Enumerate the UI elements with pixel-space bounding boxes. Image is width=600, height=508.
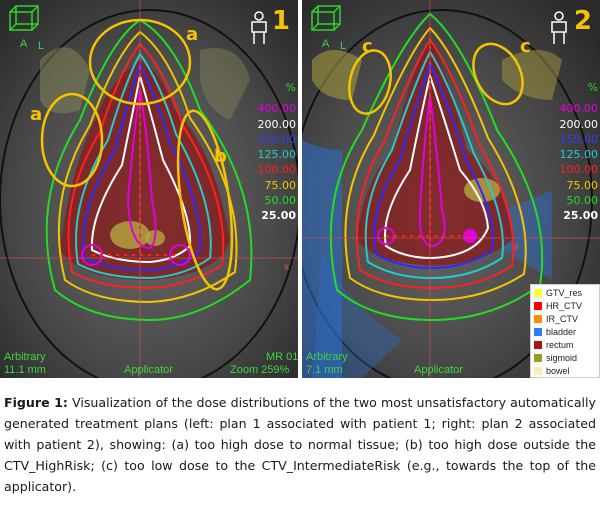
structure-legend-item: GTV_res: [534, 286, 596, 299]
panel-divider: [298, 0, 302, 378]
callout-ellipse-c-right: [472, 42, 524, 106]
slice-mode-label: Arbitrary: [4, 351, 46, 363]
isodose-level: 100.00: [559, 163, 599, 177]
panel-number: 2: [573, 6, 592, 36]
swatch: [534, 353, 542, 362]
structure-legend-item: bowel: [534, 364, 596, 377]
caption-label: Figure 1:: [4, 395, 68, 410]
slice-thickness-label: 11.1 mm: [4, 364, 46, 376]
structure-name: sigmoid: [546, 352, 578, 363]
isodose-level: 200.00: [559, 117, 599, 131]
crosshair-x-marker: x: [284, 262, 289, 273]
swatch: [534, 327, 542, 336]
structure-name: bladder: [546, 326, 577, 337]
isodose-legend: % 400.00 200.00 150.00 125.00 100.00 75.…: [258, 80, 297, 224]
orientation-label-l: L: [340, 40, 347, 52]
isodose-level: 25.00: [563, 209, 598, 223]
callout-ellipse-b: [176, 109, 234, 291]
isodose-legend: % 400.00 200.00 150.00 125.00 100.00 75.…: [560, 80, 599, 224]
panel-plan-2: c c x A L 2 % 400.00 200.00 150.00 125.0…: [302, 0, 600, 378]
isodose-level: 125.00: [257, 148, 297, 162]
swatch: [534, 288, 542, 297]
orientation-cube-icon: [9, 5, 39, 31]
swatch: [534, 314, 542, 323]
dose-distribution-plan-1: a a b x: [0, 0, 298, 378]
view-center-label: Applicator: [124, 364, 173, 376]
orientation-cube-icon: [311, 5, 341, 31]
structure-legend-item: HR_CTV: [534, 299, 596, 312]
structure-legend-item: bladder: [534, 325, 596, 338]
slice-thickness-label: 7.1 mm: [306, 364, 343, 376]
callout-ellipse-c-left: [348, 49, 392, 115]
callout-ellipse-a-left: [40, 92, 104, 188]
view-center-label: Applicator: [414, 364, 463, 376]
isodose-level: 100.00: [257, 163, 297, 177]
isodose-level: 400.00: [559, 102, 599, 116]
isodose-level: 200.00: [257, 117, 297, 131]
orientation-label-a: A: [20, 38, 28, 50]
isodose-level: 25.00: [261, 209, 296, 223]
callout-label-b: b: [214, 146, 227, 167]
isodose-level: 150.00: [559, 132, 599, 146]
orientation-label-l: L: [38, 40, 45, 52]
callout-label-c-right: c: [520, 36, 531, 57]
structure-legend-item: sigmoid: [534, 351, 596, 364]
isodose-unit: %: [285, 81, 296, 94]
structure-legend-item: rectum: [534, 338, 596, 351]
callout-label-c-left: c: [362, 36, 373, 57]
isodose-level: 50.00: [264, 194, 297, 208]
patient-figure-icon: [551, 11, 567, 44]
isodose-level: 75.00: [566, 178, 599, 192]
caption-text: Visualization of the dose distributions …: [4, 395, 596, 494]
crosshair-x-marker: x: [514, 242, 519, 253]
structure-name: bowel: [546, 365, 570, 376]
isodose-unit: %: [587, 81, 598, 94]
panel-number: 1: [271, 6, 290, 36]
image-series-label: MR 01: [266, 351, 298, 363]
orientation-label-a: A: [322, 38, 330, 50]
isodose-level: 125.00: [559, 148, 599, 162]
structure-legend-item: IR_CTV: [534, 312, 596, 325]
slice-mode-label: Arbitrary: [306, 351, 348, 363]
structure-name: IR_CTV: [546, 313, 579, 324]
isodose-level: 75.00: [264, 178, 297, 192]
figure-caption: Figure 1: Visualization of the dose dist…: [4, 392, 596, 497]
callout-label-a-top: a: [186, 24, 198, 45]
patient-figure-icon: [251, 11, 267, 44]
structure-name: HR_CTV: [546, 300, 583, 311]
panel-plan-1: a a b x A L 1 % 400.00 200.00 150.00 125…: [0, 0, 298, 378]
swatch: [534, 366, 542, 375]
zoom-label: Zoom 259%: [230, 364, 290, 376]
isodose-level: 400.00: [257, 102, 297, 116]
callout-label-a-left: a: [30, 104, 42, 125]
structure-name: GTV_res: [546, 287, 583, 298]
swatch: [534, 301, 542, 310]
callout-ellipse-a-top: [88, 18, 192, 106]
figure: a a b x A L 1 % 400.00 200.00 150.00 125…: [0, 0, 600, 378]
structure-legend: GTV_res HR_CTV IR_CTV bladder rectum sig…: [530, 284, 600, 378]
structure-name: rectum: [546, 339, 574, 350]
isodose-level: 50.00: [566, 194, 599, 208]
swatch: [534, 340, 542, 349]
isodose-level: 150.00: [257, 132, 297, 146]
